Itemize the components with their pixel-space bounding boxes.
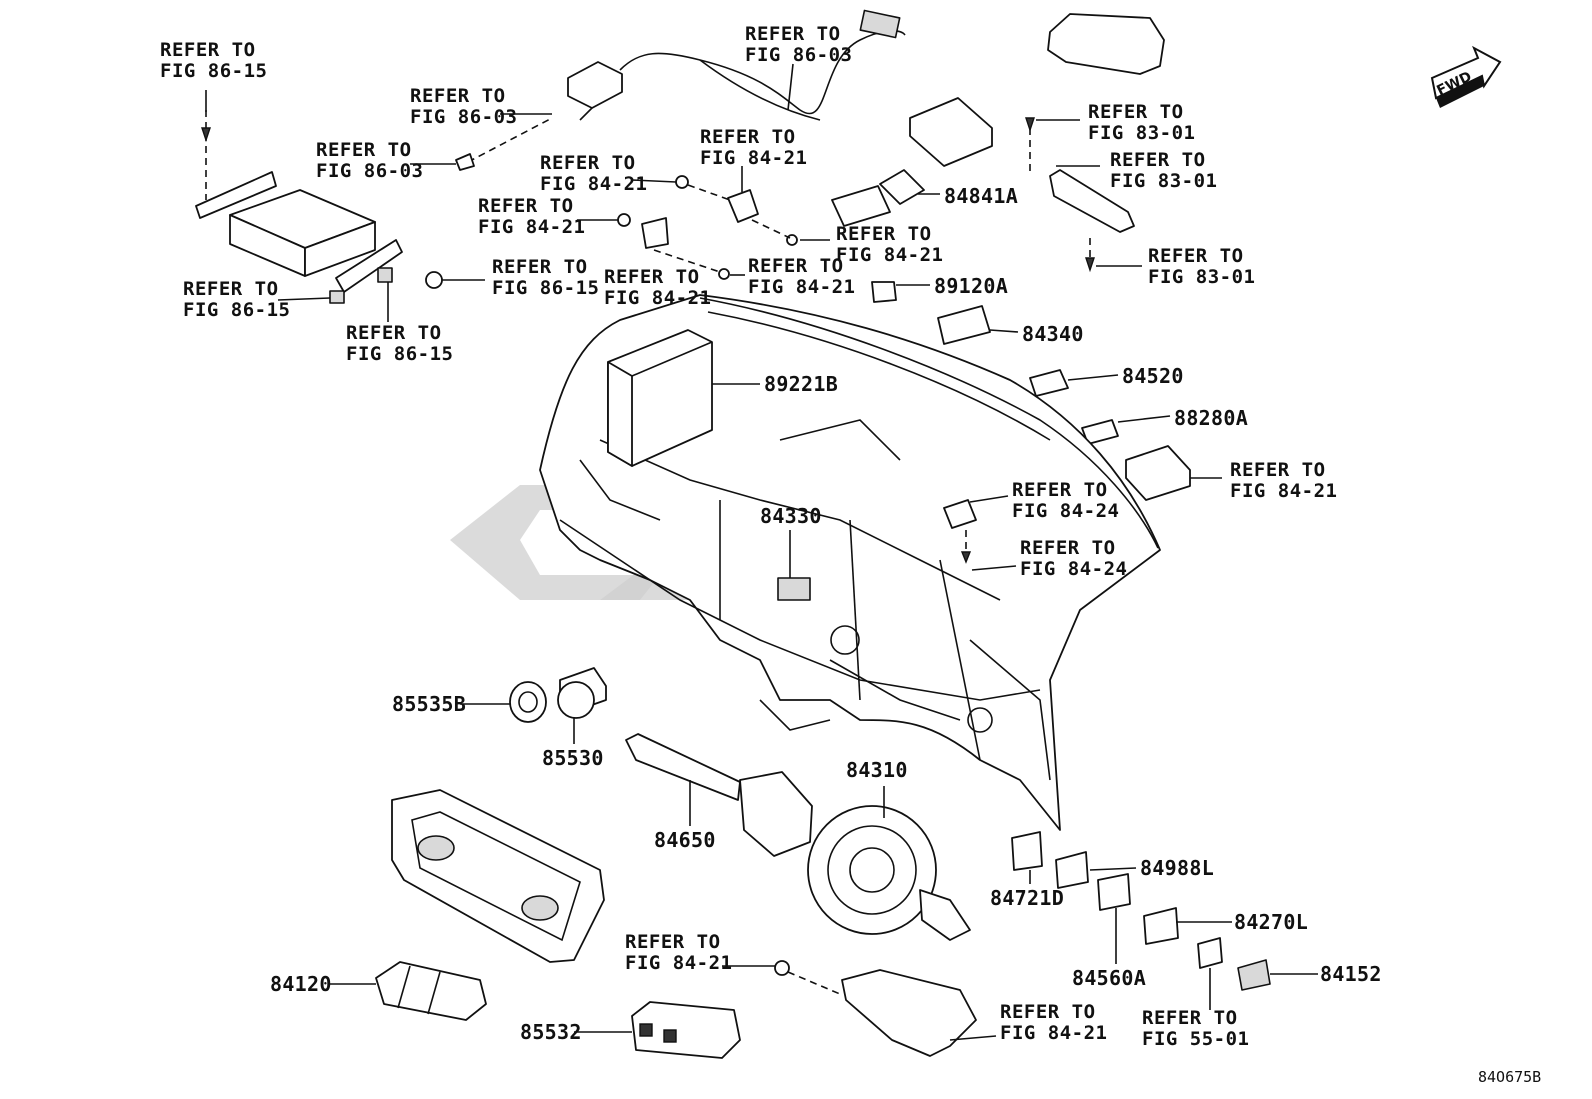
refer-fig-84-21-b: REFER TO FIG 84-21 bbox=[540, 152, 648, 195]
refer-fig-86-15-b: REFER TO FIG 86-15 bbox=[183, 278, 291, 321]
part-84988L: 84988L bbox=[1140, 856, 1215, 880]
refer-fig-86-03-screw: REFER TO FIG 86-03 bbox=[316, 139, 424, 182]
figure-code: 84O675B bbox=[1478, 1068, 1542, 1086]
refer-fig-86-15-a: REFER TO FIG 86-15 bbox=[492, 256, 600, 299]
part-84330: 84330 bbox=[760, 504, 822, 528]
part-85535B: 85535B bbox=[392, 692, 467, 716]
part-84520: 84520 bbox=[1122, 364, 1184, 388]
part-84721D: 84721D bbox=[990, 886, 1065, 910]
airbag-sensor bbox=[774, 960, 977, 1057]
part-84120: 84120 bbox=[270, 972, 332, 996]
refer-fig-84-21-e: REFER TO FIG 84-21 bbox=[604, 266, 712, 309]
refer-fig-86-15-c: REFER TO FIG 86-15 bbox=[346, 322, 454, 365]
refer-fig-84-21-f: REFER TO FIG 84-21 bbox=[748, 255, 856, 298]
part-85530: 85530 bbox=[542, 746, 604, 770]
part-89221B: 89221B bbox=[764, 372, 839, 396]
refer-fig-84-21-d: REFER TO FIG 84-21 bbox=[836, 223, 944, 266]
refer-fig-55-01: REFER TO FIG 55-01 bbox=[1142, 1007, 1250, 1050]
roof-module bbox=[1047, 13, 1165, 233]
part-84270L: 84270L bbox=[1234, 910, 1309, 934]
climate-control-panel bbox=[391, 789, 605, 963]
refer-fig-86-15-top: REFER TO FIG 86-15 bbox=[160, 39, 268, 82]
refer-fig-83-01-a: REFER TO FIG 83-01 bbox=[1088, 101, 1196, 144]
refer-fig-83-01-c: REFER TO FIG 83-01 bbox=[1148, 245, 1256, 288]
ecu-89221B bbox=[607, 329, 713, 467]
refer-fig-84-21-a: REFER TO FIG 84-21 bbox=[700, 126, 808, 169]
switch-parts-top-right bbox=[831, 97, 1191, 501]
refer-fig-84-21-i: REFER TO FIG 84-21 bbox=[1000, 1001, 1108, 1044]
part-84560A: 84560A bbox=[1072, 966, 1147, 990]
refer-fig-84-24-a: REFER TO FIG 84-24 bbox=[1012, 479, 1120, 522]
part-84152: 84152 bbox=[1320, 962, 1382, 986]
bracket-84-24 bbox=[943, 499, 977, 529]
ecu-box bbox=[195, 171, 443, 304]
switch-84120 bbox=[375, 961, 487, 1021]
refer-fig-84-21-c: REFER TO FIG 84-21 bbox=[478, 195, 586, 238]
refer-fig-83-01-b: REFER TO FIG 83-01 bbox=[1110, 149, 1218, 192]
combination-switch-84650 bbox=[625, 733, 813, 857]
part-84841A: 84841A bbox=[944, 184, 1019, 208]
part-84340: 84340 bbox=[1022, 322, 1084, 346]
switches-bottom-right bbox=[1011, 831, 1271, 991]
refer-fig-84-21-g: REFER TO FIG 84-21 bbox=[1230, 459, 1338, 502]
refer-fig-84-24-b: REFER TO FIG 84-24 bbox=[1020, 537, 1128, 580]
part-84330-shape bbox=[777, 577, 811, 601]
refer-fig-86-03-top: REFER TO FIG 86-03 bbox=[745, 23, 853, 66]
fwd-arrow-icon bbox=[1430, 45, 1502, 108]
part-88280A: 88280A bbox=[1174, 406, 1249, 430]
part-84650: 84650 bbox=[654, 828, 716, 852]
usb-85532 bbox=[631, 1001, 741, 1059]
part-89120A: 89120A bbox=[934, 274, 1009, 298]
refer-fig-84-21-h: REFER TO FIG 84-21 bbox=[625, 931, 733, 974]
refer-fig-86-03-left: REFER TO FIG 86-03 bbox=[410, 85, 518, 128]
part-84310: 84310 bbox=[846, 758, 908, 782]
spiral-cable-84310 bbox=[807, 805, 971, 941]
antenna-harness bbox=[567, 9, 906, 121]
sockets-855 bbox=[509, 667, 607, 723]
part-85532: 85532 bbox=[520, 1020, 582, 1044]
